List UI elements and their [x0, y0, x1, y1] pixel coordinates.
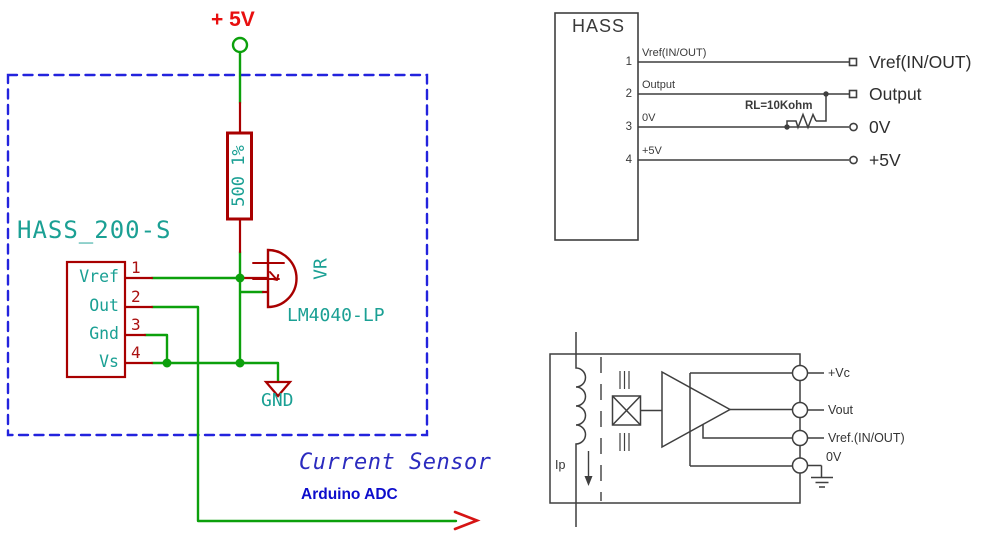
pinout-junction-dots — [784, 91, 829, 130]
block-terminal-label-vc: +Vc — [828, 366, 850, 380]
pinout-terminal-label-5v: +5V — [869, 150, 901, 170]
pinout-pin-number-4: 4 — [625, 153, 632, 166]
pin-name-vs: Vs — [99, 352, 119, 371]
resistor-body — [226, 131, 253, 221]
adc-arrowhead — [453, 510, 481, 531]
regulator-part-label: LM4040-LP — [287, 305, 385, 326]
pinout-terminal-label-output: Output — [869, 84, 922, 104]
block-terminal-label-vout: Vout — [828, 403, 854, 417]
component-name-label: HASS_200-S — [17, 216, 172, 244]
terminal-0v — [849, 122, 858, 132]
pinout-title: HASS — [572, 16, 626, 36]
pinout-pin-number-2: 2 — [625, 87, 632, 100]
block-signal-lines — [689, 372, 800, 467]
pin-number-2: 2 — [131, 287, 141, 306]
hass-outline-box — [554, 12, 639, 241]
pin-name-vref: Vref — [79, 267, 119, 286]
hass-component-body — [65, 260, 127, 379]
pinout-line-label-vref: Vref(IN/OUT) — [642, 47, 707, 59]
hall-element-cross — [611, 395, 642, 426]
power-port-circle — [231, 36, 249, 54]
pinout-diagram — [554, 12, 858, 241]
selection-dashed-box — [6, 73, 429, 437]
pin-number-1: 1 — [131, 258, 141, 277]
core-hatches — [619, 371, 630, 451]
pinout-line-label-output: Output — [642, 79, 676, 91]
block-terminal-label-vref: Vref.(IN/OUT) — [828, 431, 905, 445]
pinout-terminal-label-vref: Vref(IN/OUT) — [869, 52, 972, 72]
ip-arrowhead — [584, 476, 593, 486]
regulator-ref-label: VR — [310, 258, 332, 280]
terminal-5v — [849, 155, 858, 165]
terminal-vref — [848, 57, 858, 67]
green-wires — [143, 50, 458, 523]
caption-subtitle: Arduino ADC — [301, 486, 398, 503]
amplifier-triangle — [661, 370, 732, 449]
pinout-terminal-label-0v: 0V — [869, 117, 891, 137]
block-diagram — [549, 332, 833, 527]
terminal-output — [848, 89, 858, 99]
pinout-line-label-0v: 0V — [642, 112, 656, 124]
left-schematic — [6, 36, 481, 531]
pinout-line-label-5v: +5V — [642, 145, 662, 157]
block-terminal-label-0v: 0V — [826, 450, 842, 464]
pin-number-3: 3 — [131, 315, 141, 334]
pin-number-4: 4 — [131, 343, 141, 362]
load-resistor — [786, 94, 827, 130]
pinout-pin-number-3: 3 — [625, 120, 632, 133]
primary-current-label: Ip — [555, 458, 566, 472]
pinout-pin-lines — [638, 61, 849, 161]
power-flag-label: + 5V — [211, 8, 255, 31]
load-resistor-label: RL=10Kohm — [745, 100, 813, 112]
junction-dots — [162, 273, 245, 368]
ground-symbol — [263, 380, 293, 398]
component-pin-stubs — [123, 101, 270, 365]
terminal-stubs-and-ground — [807, 372, 833, 488]
ground-label: GND — [261, 390, 294, 411]
pin-name-out: Out — [89, 296, 119, 315]
caption-title: Current Sensor — [299, 450, 492, 475]
voltage-reference-body — [266, 248, 298, 309]
primary-coil — [575, 332, 587, 527]
pin-name-gnd: Gnd — [89, 324, 119, 343]
resistor-value-label: 500 1% — [228, 145, 249, 207]
pinout-pin-number-1: 1 — [625, 55, 632, 68]
voltage-reference-internal — [252, 262, 285, 281]
sensor-outline-box — [549, 353, 801, 504]
